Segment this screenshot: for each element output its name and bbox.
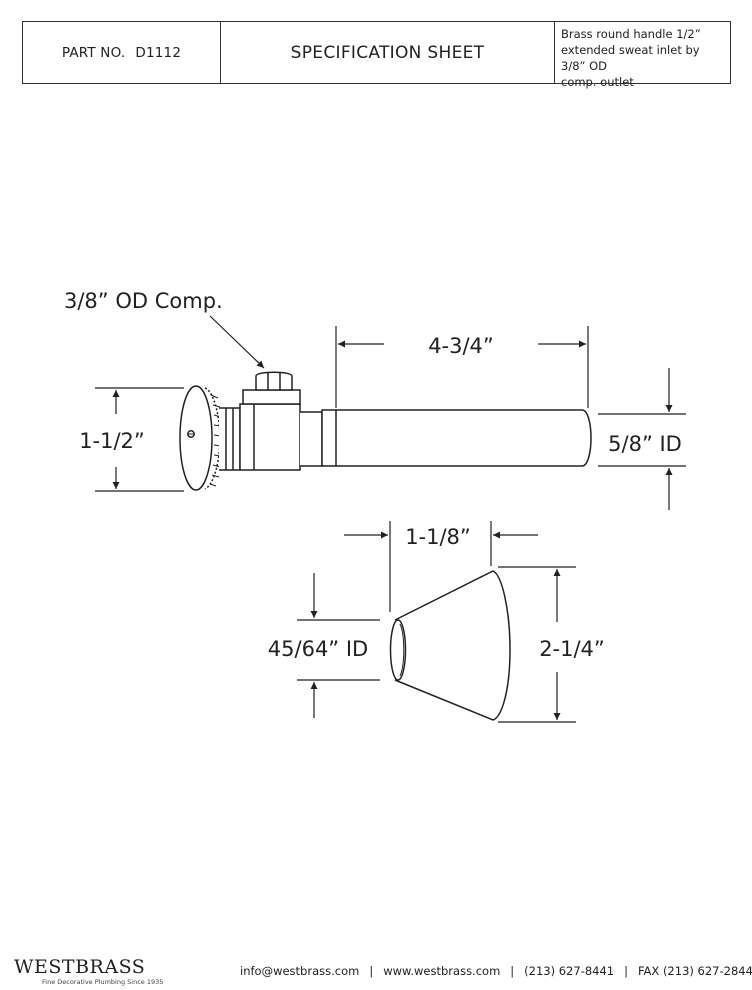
part-number-label: PART NO. [61, 44, 126, 61]
tube-id-label: 5/8” ID [608, 432, 682, 456]
valve-body-shape [239, 371, 323, 471]
description-line: comp. outlet [561, 75, 634, 89]
flange-id-label: 45/64” ID [268, 637, 368, 661]
website-text: www.westbrass.com [383, 964, 501, 978]
handle-shape [179, 385, 222, 491]
valve-stem-shape [219, 407, 241, 471]
separator: | [624, 964, 628, 978]
separator: | [510, 964, 515, 978]
valve-dimensions [95, 315, 686, 510]
header-table: PART NO. D1112 SPECIFICATION SHEET Brass… [22, 21, 731, 89]
description-line: Brass round handle 1/2” [561, 27, 701, 41]
phone-text: (213) 627-8441 [524, 964, 615, 978]
outlet-tube-shape [321, 409, 592, 467]
outlet-label: 3/8” OD Comp. [64, 289, 223, 313]
flange-cone-shape [394, 570, 511, 721]
description-line: extended sweat inlet by 3/8” OD [561, 43, 700, 73]
sheet-title: SPECIFICATION SHEET [290, 42, 485, 63]
contact-bar: info@westbrass.com | www.westbrass.com | (21… [240, 964, 752, 978]
flange-opening-shape [389, 619, 407, 681]
fax-text: FAX (213) 627-2844 [637, 964, 752, 978]
sheet-title-cell: SPECIFICATION SHEET [221, 22, 555, 83]
valve-drawing [179, 371, 592, 491]
leader-line [209, 315, 265, 369]
flange-drawing [389, 570, 511, 721]
handle-diameter-label: 1-1/2” [79, 429, 145, 453]
separator: | [369, 964, 374, 978]
description-cell: Brass round handle 1/2” extended sweat i… [555, 22, 730, 89]
brand-logo: WESTBRASS Fine Decorative Plumbing Since… [14, 957, 163, 986]
email-text: info@westbrass.com [240, 964, 360, 978]
flange-dimensions [297, 521, 576, 723]
flange-depth-label: 1-1/8” [405, 525, 471, 549]
flange-od-label: 2-1/4” [539, 637, 605, 661]
tube-length-label: 4-3/4” [428, 334, 494, 358]
part-number-cell: PART NO. D1112 [23, 22, 221, 83]
brand-tagline: Fine Decorative Plumbing Since 1935 [42, 978, 164, 986]
part-number-value: D1112 [135, 44, 182, 61]
brand-name: WESTBRASS [14, 956, 146, 978]
